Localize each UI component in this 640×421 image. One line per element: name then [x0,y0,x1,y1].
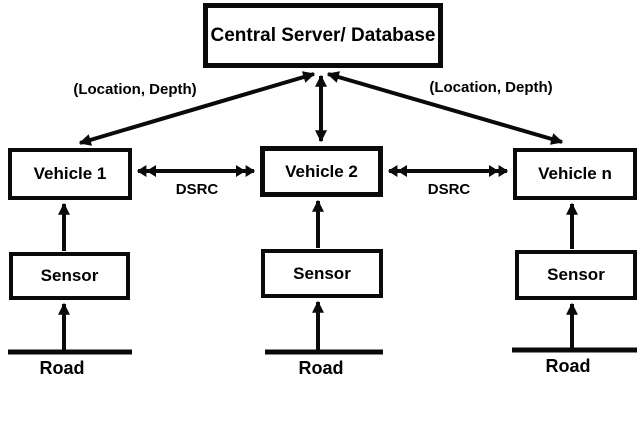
vehicle-1-label: Vehicle 1 [33,164,107,183]
sensor-2-box: Sensor [261,249,383,298]
vehicle-2-box: Vehicle 2 [260,146,383,197]
road-label-1: Road [39,358,85,378]
dsrc-label-right: DSRC [427,181,471,198]
dsrc-label-left: DSRC [175,181,219,198]
central-server-box: Central Server/ Database [203,3,443,68]
central-server-label: Central Server/ Database [210,24,436,46]
arrow-server-vehicle1 [78,71,316,146]
vehicle-n-box: Vehicle n [513,148,637,200]
location-depth-label-right: (Location, Depth) [429,79,553,96]
road-label-n: Road [545,356,591,376]
vehicle-n-label: Vehicle n [538,164,612,183]
sensor-2-label: Sensor [293,263,351,283]
sensor-n-label: Sensor [547,265,605,284]
arrow-server-vehiclen [326,71,564,145]
vehicle-1-box: Vehicle 1 [8,148,132,200]
sensor-1-label: Sensor [40,266,99,285]
sensor-n-box: Sensor [515,250,637,300]
location-depth-label-left: (Location, Depth) [73,81,197,98]
vehicle-2-label: Vehicle 2 [285,161,358,181]
road-label-2: Road [298,358,344,378]
sensor-1-box: Sensor [9,252,130,300]
